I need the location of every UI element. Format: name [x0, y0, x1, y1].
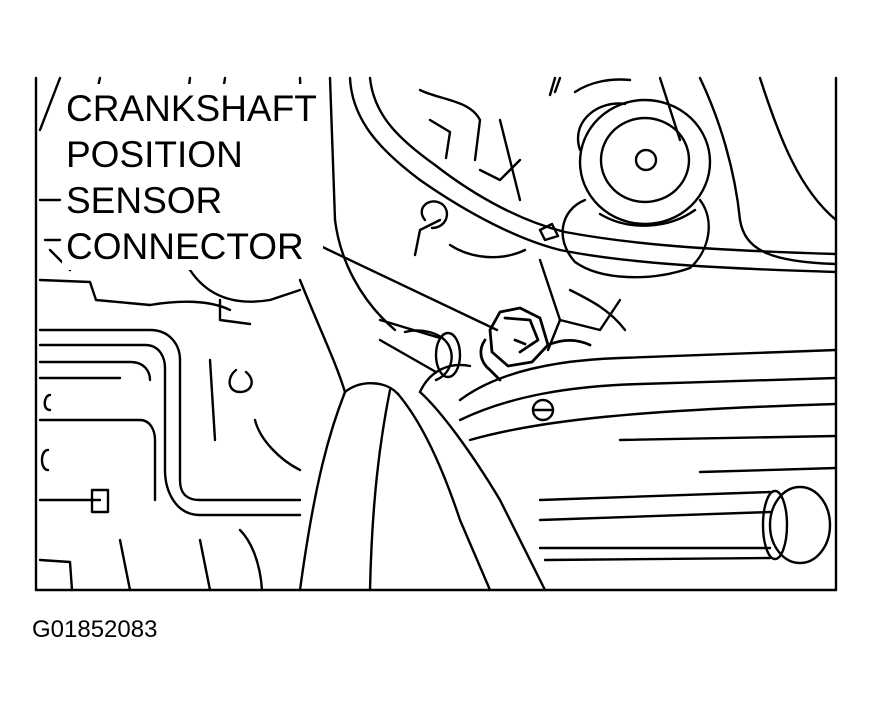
left-brake-lines — [38, 278, 302, 517]
callout-label: CRANKSHAFT POSITION SENSOR CONNECTOR — [62, 84, 323, 270]
drawing-frame — [34, 76, 838, 592]
callout-line-1: CRANKSHAFT — [66, 88, 317, 129]
oil-filler-cap — [553, 76, 712, 279]
right-housing — [658, 76, 838, 266]
callout-line-3: SENSOR — [66, 180, 223, 221]
bracket-bolts — [378, 318, 555, 422]
sensor-connector — [479, 306, 592, 382]
leader-line — [310, 240, 499, 332]
callout-line-2: POSITION — [66, 134, 243, 175]
figure-id: G01852083 — [32, 616, 158, 643]
y-hose — [253, 278, 547, 592]
lower-rail — [458, 348, 838, 550]
center-details — [478, 76, 627, 332]
callout-line-4: CONNECTOR — [66, 226, 304, 267]
intake-structure — [298, 76, 622, 352]
pipe-end — [538, 485, 832, 565]
